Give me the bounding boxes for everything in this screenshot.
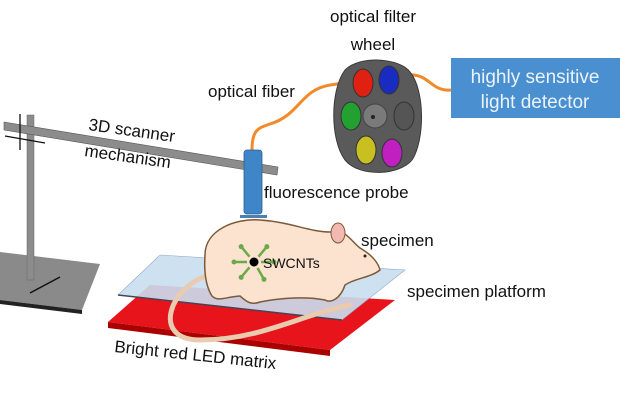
specimen-label: specimen bbox=[361, 231, 434, 250]
stand-base bbox=[0, 252, 100, 310]
filter-1 bbox=[378, 65, 400, 95]
fluorescence-probe bbox=[243, 149, 263, 215]
probe-label: fluorescence probe bbox=[264, 183, 409, 202]
platform-label: specimen platform bbox=[407, 282, 546, 301]
emission-arrow-head bbox=[238, 274, 244, 280]
filter-wheel-label-line2: wheel bbox=[350, 35, 395, 54]
optical-fiber-label: optical fiber bbox=[208, 82, 295, 101]
swcnt-dot bbox=[249, 257, 259, 267]
detector-label-line2: light detector bbox=[481, 92, 590, 113]
filter-5 bbox=[381, 138, 403, 168]
filter-2 bbox=[340, 101, 362, 131]
mouse-specimen bbox=[168, 219, 381, 343]
scanner-bar bbox=[3, 121, 279, 176]
filter-4 bbox=[355, 135, 377, 165]
filter-3 bbox=[393, 101, 415, 131]
swcnts-label: SWCNTs bbox=[263, 255, 320, 271]
emission-arrow-head bbox=[238, 244, 244, 250]
filter-0 bbox=[352, 68, 374, 98]
emission-arrow-head bbox=[261, 276, 267, 282]
base-arrow-icon bbox=[29, 276, 61, 294]
emission-arrow-head bbox=[231, 259, 237, 265]
emission-arrow-head bbox=[264, 244, 270, 250]
emission-arrows-icon bbox=[231, 244, 277, 282]
light-detector-box bbox=[451, 58, 620, 118]
move-arrows-icon bbox=[4, 114, 46, 150]
detector-label-line1: highly sensitive bbox=[471, 67, 600, 88]
emission-arrow-head bbox=[271, 259, 277, 265]
stand-pole bbox=[26, 114, 35, 281]
optical-filter-wheel bbox=[333, 59, 422, 173]
filter-wheel-label-line1: optical filter bbox=[330, 7, 416, 26]
